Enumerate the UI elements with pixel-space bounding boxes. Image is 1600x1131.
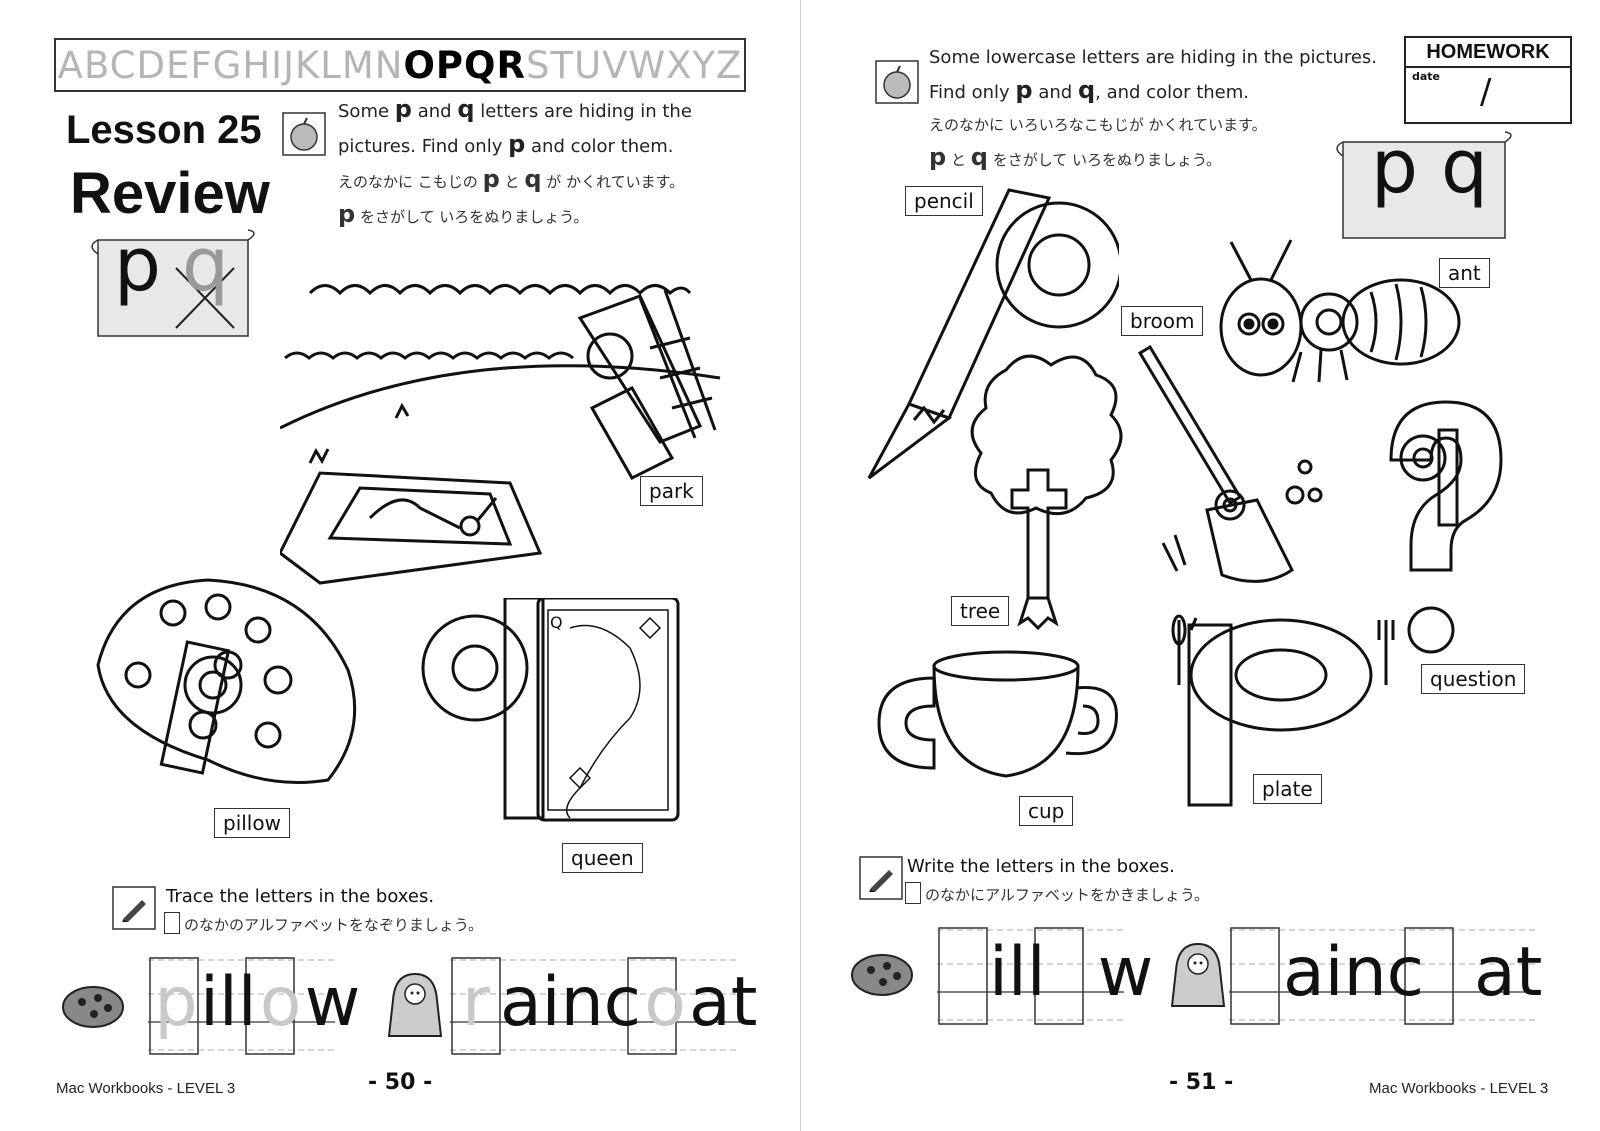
question-q-illustration: [1389, 400, 1503, 654]
trace-word-pillow: pillow: [152, 948, 360, 1058]
footer-left: Mac Workbooks - LEVEL 3: [56, 1080, 236, 1097]
trace-guide-letter: o: [259, 963, 302, 1042]
trace-text: at: [689, 963, 758, 1042]
page-number-50: - 50 -: [368, 1070, 433, 1095]
write-guidelines: [937, 927, 1539, 1025]
instruction-jp-line-1: えのなかに いろいろなこもじが かくれています。: [929, 116, 1267, 134]
label-pencil: pencil: [905, 186, 983, 216]
write-text: w: [1097, 933, 1154, 1012]
trace-guidelines: [148, 957, 740, 1055]
homework-date-label: date: [1412, 70, 1441, 83]
scroll-letters-pq: [1336, 131, 1512, 239]
instruction-line-2: pictures. Find only p and color them.: [338, 130, 674, 158]
write-text: ill: [989, 933, 1046, 1012]
trace-text: ill: [200, 963, 257, 1042]
alphabet-before: ABCDEFGHIJKLMN: [57, 43, 404, 87]
label-cup: cup: [1019, 796, 1074, 826]
alphabet-focus: OPQR: [403, 43, 526, 87]
trace-guide-letter: o: [644, 963, 686, 1042]
trace-title: Trace the letters in the boxes.: [166, 886, 435, 907]
scroll-letter-q: q: [182, 222, 229, 308]
write-text: at: [1474, 933, 1543, 1012]
page-50: ABCDEFGHIJKLMN OPQR STUVWXYZ Lesson 25 R…: [54, 38, 758, 1097]
pillow-icon: [62, 986, 124, 1028]
trace-text: ainc: [500, 963, 642, 1042]
instruction-line-2: Find only p and q, and color them.: [929, 76, 1250, 104]
instruction-block: Some lowercase letters are hiding in the…: [929, 42, 1399, 176]
box-symbol: [164, 912, 180, 934]
lesson-title: Lesson 25: [66, 108, 262, 152]
homework-box: HOMEWORK date /: [1404, 36, 1572, 124]
raincoat-girl-icon: [1171, 942, 1225, 1007]
queen-card-illustration: Q: [421, 598, 680, 822]
instruction-block: Some p and q letters are hiding in the p…: [338, 93, 758, 233]
page-51: Some lowercase letters are hiding in the…: [800, 0, 1600, 1131]
label-tree: tree: [951, 596, 1010, 626]
homework-title: HOMEWORK: [1406, 38, 1570, 68]
label-pillow: pillow: [214, 808, 290, 838]
alphabet-after: STUVWXYZ: [525, 43, 743, 87]
scroll-letter-p: p: [114, 222, 161, 308]
pillow-illustration: [96, 578, 357, 784]
pencil-icon: [112, 886, 156, 930]
pillow-icon: [851, 954, 913, 996]
label-queen: queen: [562, 843, 643, 873]
trace-jp: のなかのアルファベットをなぞりましょう。: [184, 916, 483, 934]
label-ant: ant: [1439, 258, 1490, 288]
page-number-51: - 51 -: [1169, 1070, 1234, 1095]
svg-text:Q: Q: [550, 613, 563, 632]
apple-crayon-icon: [282, 112, 326, 156]
write-text: ainc: [1283, 933, 1425, 1012]
instruction-jp-line-2: p をさがして いろをぬりましょう。: [338, 200, 589, 228]
scroll-letters-pq: [91, 229, 255, 337]
tree-t-illustration: [970, 354, 1123, 630]
homework-date-slash: /: [1480, 72, 1492, 112]
label-question: question: [1421, 664, 1526, 694]
park-illustration: [280, 284, 721, 585]
ant-q-illustration: [1219, 239, 1461, 383]
pencil-p-illustration: [867, 188, 1119, 480]
instruction-jp-line-2: p と q をさがして いろをぬりましょう。: [929, 143, 1222, 171]
scroll-letter-p: p: [1371, 124, 1418, 210]
footer-right: Mac Workbooks - LEVEL 3: [1369, 1080, 1549, 1097]
trace-text: w: [304, 963, 361, 1042]
write-jp: のなかにアルファベットをかきましょう。: [925, 886, 1209, 904]
instruction-jp-line-1: えのなかに こもじの p と q が かくれています。: [338, 165, 685, 193]
instruction-line-1: Some p and q letters are hiding in the: [338, 95, 692, 123]
instruction-line-1: Some lowercase letters are hiding in the…: [929, 47, 1378, 68]
box-symbol: [905, 882, 921, 904]
cup-c-illustration: [877, 650, 1118, 778]
scroll-letter-q: q: [1441, 124, 1488, 210]
write-title: Write the letters in the boxes.: [907, 856, 1175, 877]
broom-illustration: [1137, 345, 1323, 583]
label-park: park: [640, 476, 703, 506]
label-broom: broom: [1121, 306, 1204, 336]
alphabet-strip: ABCDEFGHIJKLMN OPQR STUVWXYZ: [54, 38, 746, 92]
label-plate: plate: [1253, 774, 1322, 804]
trace-guide-letter: p: [154, 963, 198, 1042]
pencil-icon: [859, 856, 903, 900]
apple-crayon-icon: [875, 60, 919, 104]
lesson-subtitle: Review: [70, 161, 270, 226]
plate-p-illustration: [1171, 614, 1395, 807]
raincoat-girl-icon: [388, 972, 442, 1037]
trace-guide-letter: r: [462, 963, 490, 1042]
